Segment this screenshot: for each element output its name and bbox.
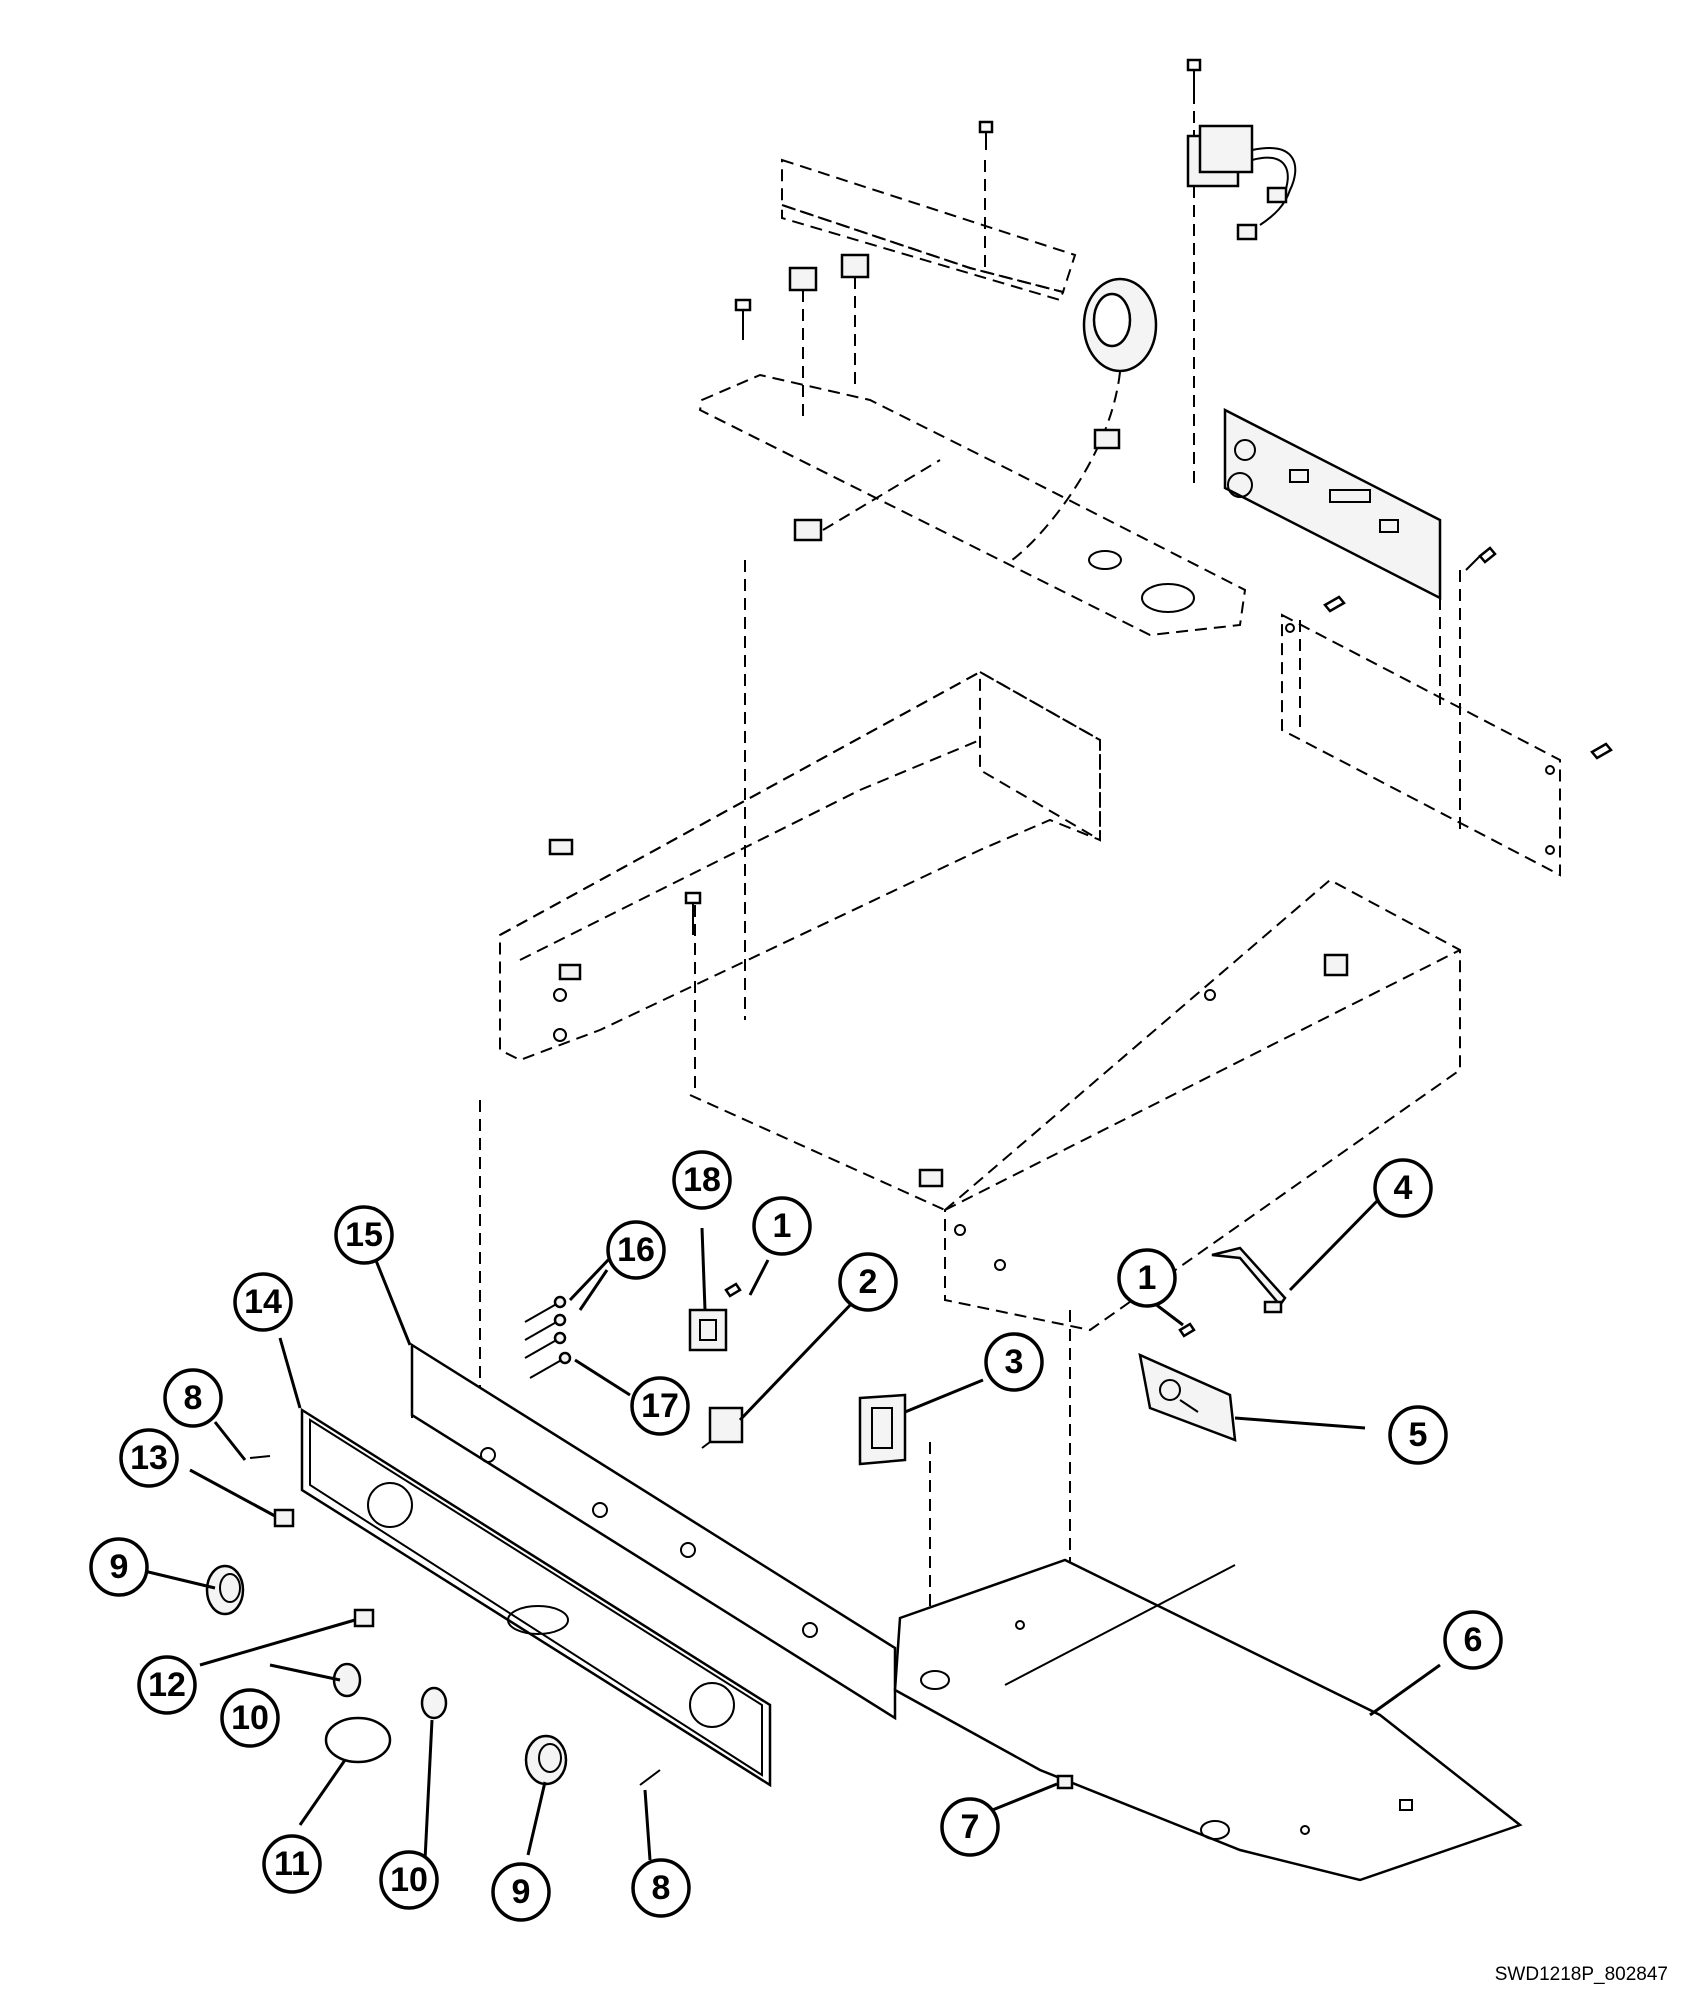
callout-label: 4 [1394, 1169, 1413, 1207]
callout-7: 7 [940, 1797, 1000, 1857]
callout-10-bottom: 10 [379, 1850, 439, 1910]
control-board-part [1223, 407, 1461, 830]
callout-3: 3 [984, 1332, 1044, 1392]
screw-top-1 [1186, 58, 1202, 92]
callout-8-left: 8 [163, 1368, 223, 1428]
callout-label: 18 [683, 1161, 721, 1199]
trim-panel [300, 1100, 772, 1788]
part-9-knob-bottom [524, 1734, 568, 1786]
leader-lines [139, 1196, 1441, 1861]
callout-label: 15 [345, 1216, 383, 1254]
callout-label: 5 [1409, 1416, 1428, 1454]
callout-15: 15 [334, 1205, 394, 1265]
callout-4: 4 [1373, 1158, 1433, 1218]
part-4-bracket [1211, 1246, 1287, 1314]
part-7-clip [1056, 1774, 1074, 1790]
callout-9-bottom: 9 [491, 1862, 551, 1922]
clip-left [793, 518, 823, 542]
callout-label: 2 [859, 1263, 878, 1301]
screw-frame [684, 891, 702, 935]
callout-label: 9 [512, 1873, 531, 1911]
callout-16: 16 [606, 1220, 666, 1280]
callout-label: 10 [231, 1699, 269, 1737]
part-9-knob-left [205, 1564, 245, 1616]
callout-5: 5 [1388, 1405, 1448, 1465]
callout-label: 1 [1138, 1259, 1157, 1297]
part-2-switch [701, 1406, 744, 1449]
terminal-clip-1 [788, 266, 818, 420]
callout-17: 17 [630, 1376, 690, 1436]
timer-wheel-part [1011, 277, 1158, 561]
callout-label: 10 [390, 1861, 428, 1899]
part-1-screw-upper [724, 1282, 742, 1298]
part-8-screw-bottom [639, 1769, 661, 1786]
part-6-base-plate [893, 1558, 1523, 1882]
screw-top-2 [978, 120, 994, 150]
part-13-bulb [273, 1508, 295, 1528]
callout-label: 16 [617, 1231, 655, 1269]
callout-6: 6 [1443, 1610, 1503, 1670]
console-frame-lower [689, 878, 1461, 1580]
callout-label: 12 [148, 1666, 186, 1704]
callout-label: 8 [652, 1869, 671, 1907]
right-side-bracket [1281, 595, 1613, 877]
callout-9-left: 9 [89, 1537, 149, 1597]
callout-14: 14 [233, 1272, 293, 1332]
part-12-bulb [353, 1608, 375, 1628]
callout-label: 1 [773, 1207, 792, 1245]
callout-2: 2 [838, 1252, 898, 1312]
callout-label: 17 [641, 1387, 679, 1425]
callout-label: 3 [1005, 1343, 1024, 1381]
callout-12: 12 [137, 1655, 197, 1715]
part-1-screw-lower [1178, 1322, 1196, 1338]
transformer-part [1186, 92, 1297, 490]
callout-1-upper: 1 [752, 1196, 812, 1256]
part-10-button-right [420, 1686, 448, 1720]
control-panel [410, 1342, 931, 1721]
part-8-screw-left [249, 1455, 271, 1459]
callout-10-left: 10 [220, 1688, 280, 1748]
callout-13: 13 [119, 1428, 179, 1488]
screw-top-3 [734, 298, 752, 340]
callout-label: 6 [1464, 1621, 1483, 1659]
part-5-timer [1138, 1352, 1237, 1442]
terminal-clip-2 [840, 253, 870, 390]
middle-bracket-plate [698, 373, 1247, 637]
part-11-lens [324, 1716, 392, 1764]
screw-board [1465, 546, 1497, 571]
document-id: SWD1218P_802847 [1494, 1964, 1668, 1985]
callout-label: 7 [961, 1808, 980, 1846]
part-18-switch [688, 1308, 728, 1352]
callout-label: 14 [244, 1283, 282, 1321]
callout-18: 18 [672, 1150, 732, 1210]
console-frame-upper [499, 560, 1101, 1095]
callout-label: 13 [130, 1439, 168, 1477]
part-3-selector [858, 1393, 907, 1466]
callout-8-bottom: 8 [631, 1858, 691, 1918]
callout-label: 8 [184, 1379, 203, 1417]
part-16-terminals [524, 1295, 572, 1379]
upper-bracket-plate [781, 158, 1077, 302]
callout-label: 11 [274, 1845, 310, 1883]
callout-11: 11 [262, 1834, 322, 1894]
callout-label: 9 [110, 1548, 129, 1586]
callout-1-lower: 1 [1117, 1248, 1177, 1308]
